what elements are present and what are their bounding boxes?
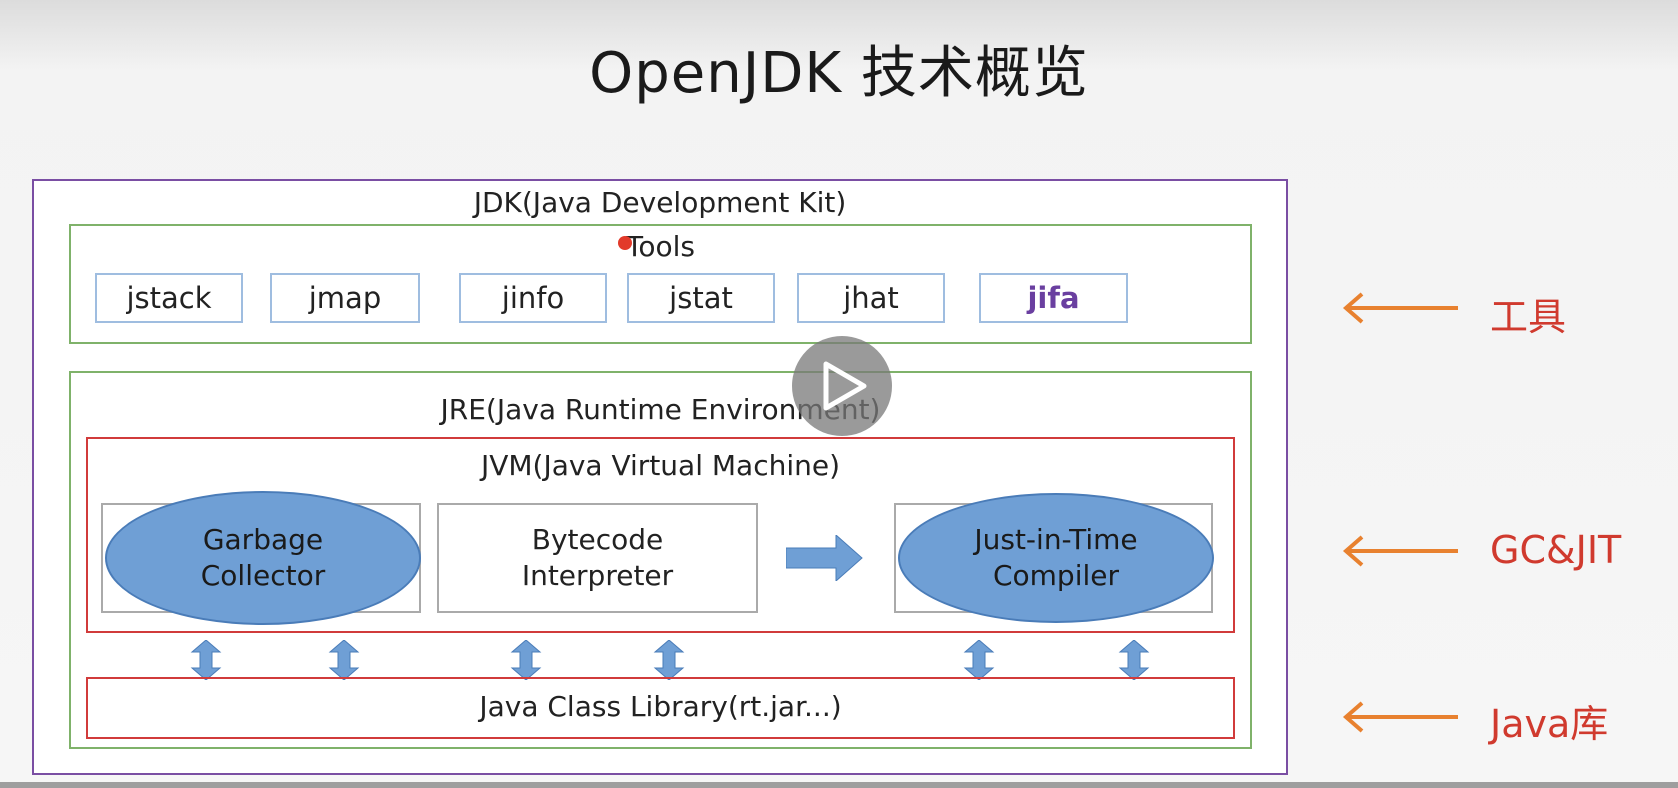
jit-component: Just-in-Time Compiler bbox=[894, 493, 1214, 623]
video-bottom-edge bbox=[0, 782, 1678, 788]
java-class-library-label: Java Class Library(rt.jar...) bbox=[479, 690, 842, 723]
interpreter-text: Bytecode Interpreter bbox=[522, 522, 673, 594]
left-arrow-icon bbox=[1342, 535, 1458, 567]
tool-jifa: jifa bbox=[979, 273, 1128, 323]
tool-jinfo: jinfo bbox=[459, 273, 607, 323]
left-arrow-icon bbox=[1342, 701, 1458, 733]
play-icon bbox=[823, 361, 867, 411]
gc-text: Garbage Collector bbox=[201, 522, 325, 594]
play-button[interactable] bbox=[792, 336, 892, 436]
tools-label: Tools bbox=[626, 230, 695, 263]
right-arrow-icon bbox=[786, 535, 863, 581]
jvm-box bbox=[86, 437, 1235, 633]
jit-text: Just-in-Time Compiler bbox=[974, 522, 1137, 594]
jit-line1: Just-in-Time bbox=[974, 523, 1138, 556]
jre-box bbox=[69, 371, 1252, 749]
side-label-java-lib: Java库 bbox=[1490, 702, 1609, 746]
updown-arrow-icon bbox=[653, 640, 685, 680]
interpreter-line2: Interpreter bbox=[521, 559, 674, 592]
tool-jstat: jstat bbox=[627, 273, 775, 323]
left-arrow-icon bbox=[1342, 292, 1458, 324]
updown-arrow-icon bbox=[963, 640, 995, 680]
java-class-library-box bbox=[86, 677, 1235, 739]
tool-jstack: jstack bbox=[95, 273, 243, 323]
gc-line2: Collector bbox=[200, 559, 326, 592]
tool-jhat: jhat bbox=[797, 273, 945, 323]
jvm-label: JVM(Java Virtual Machine) bbox=[480, 449, 841, 482]
tool-jmap: jmap bbox=[270, 273, 420, 323]
updown-arrow-icon bbox=[510, 640, 542, 680]
tools-box bbox=[69, 224, 1252, 344]
updown-arrow-icon bbox=[328, 640, 360, 680]
jit-ellipse: Just-in-Time Compiler bbox=[898, 493, 1214, 623]
jit-line2: Compiler bbox=[992, 559, 1119, 592]
gc-ellipse: Garbage Collector bbox=[105, 491, 421, 625]
side-label-gc-jit: GC&JIT bbox=[1490, 528, 1622, 572]
jdk-label: JDK(Java Development Kit) bbox=[473, 186, 847, 219]
page-title: OpenJDK 技术概览 bbox=[589, 41, 1089, 106]
jre-label: JRE(Java Runtime Environment) bbox=[440, 393, 881, 426]
side-label-tools: 工具 bbox=[1490, 295, 1567, 339]
gc-component: Garbage Collector bbox=[101, 491, 421, 625]
updown-arrow-icon bbox=[190, 640, 222, 680]
cursor-dot bbox=[618, 236, 632, 250]
interpreter-component: Bytecode Interpreter bbox=[437, 503, 758, 613]
updown-arrow-icon bbox=[1118, 640, 1150, 680]
interpreter-line1: Bytecode bbox=[531, 523, 664, 556]
gc-line1: Garbage bbox=[202, 523, 324, 556]
